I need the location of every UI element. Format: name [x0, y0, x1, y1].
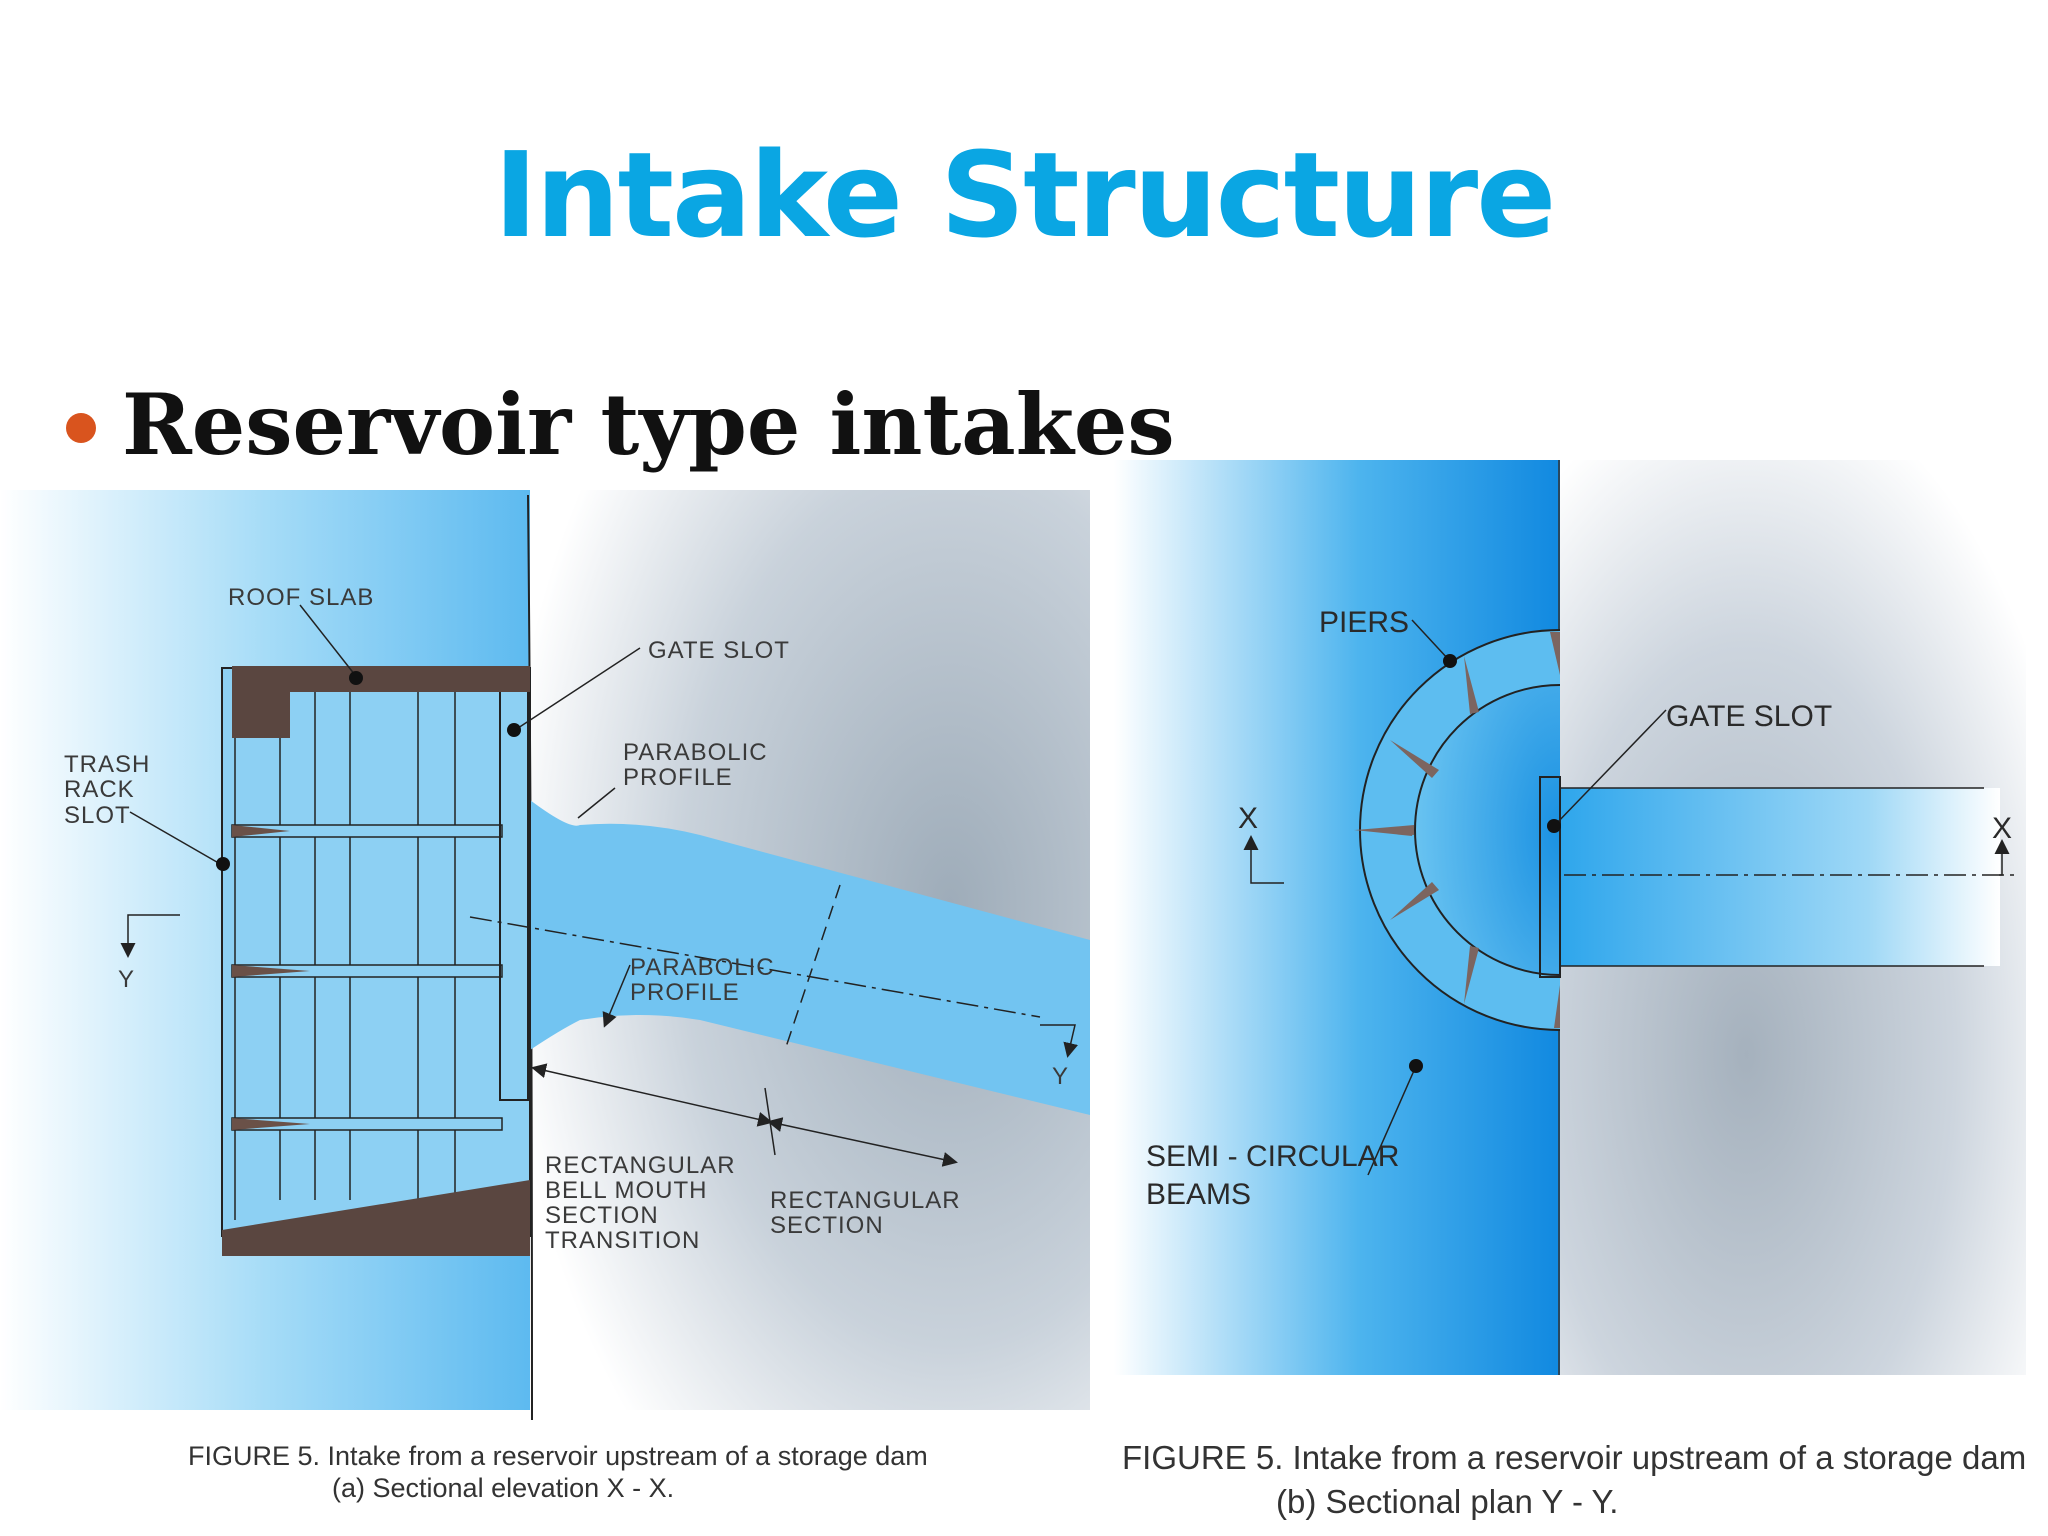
label-beams: BEAMS — [1146, 1178, 1251, 1211]
label-bell-1: RECTANGULAR — [545, 1152, 736, 1179]
caption-a-line2: (a) Sectional elevation X - X. — [332, 1473, 675, 1503]
label-trash: TRASH — [64, 751, 150, 778]
slide-title: Intake Structure — [493, 126, 1557, 264]
water-conduit — [530, 800, 1090, 1115]
roof-slab — [222, 666, 530, 738]
label-y-right: Y — [1052, 1063, 1069, 1090]
label-slot: SLOT — [64, 802, 131, 829]
label-x-right: X — [1992, 812, 2012, 845]
label-gate-slot: GATE SLOT — [1666, 700, 1832, 733]
figure-b-sectional-plan: PIERS GATE SLOT X X SEMI - CIRCULAR BEAM… — [1114, 460, 2026, 1375]
label-gate-slot: GATE SLOT — [648, 637, 790, 664]
figure-b-caption: FIGURE 5. Intake from a reservoir upstre… — [1122, 1436, 2026, 1524]
label-x-left: X — [1238, 802, 1258, 835]
caption-b-line2: (b) Sectional plan Y - Y. — [1276, 1483, 1619, 1520]
label-profile-top: PROFILE — [623, 764, 733, 791]
label-parabolic-bottom: PARABOLIC — [630, 954, 775, 981]
caption-a-line1: FIGURE 5. Intake from a reservoir upstre… — [188, 1441, 928, 1471]
label-rect-1: RECTANGULAR — [770, 1187, 961, 1214]
label-profile-bottom: PROFILE — [630, 979, 740, 1006]
label-bell-3: SECTION — [545, 1202, 659, 1229]
gate-slot-rect — [1539, 776, 1561, 978]
label-piers: PIERS — [1319, 606, 1409, 639]
horizontal-beams — [231, 824, 503, 1131]
bullet-dot-icon — [66, 413, 96, 443]
figure-a-caption: FIGURE 5. Intake from a reservoir upstre… — [188, 1440, 928, 1504]
section-divider — [784, 884, 841, 1051]
centre-line — [469, 916, 1041, 1018]
label-bell-2: BELL MOUTH — [545, 1177, 707, 1204]
bullet-item: Reservoir type intakes — [66, 375, 1175, 475]
label-y-left: Y — [118, 966, 135, 993]
bullet-text: Reservoir type intakes — [122, 375, 1175, 474]
label-semi-circular: SEMI - CIRCULAR — [1146, 1140, 1399, 1173]
base-slab — [222, 1180, 530, 1256]
label-bell-4: TRANSITION — [545, 1227, 700, 1254]
figure-a-sectional-elevation: ROOF SLAB GATE SLOT TRASH RACK SLOT PARA… — [0, 490, 1090, 1420]
intake-tower — [221, 667, 531, 1237]
caption-b-line1: FIGURE 5. Intake from a reservoir upstre… — [1122, 1439, 2027, 1476]
label-rack: RACK — [64, 776, 135, 803]
outlet-conduit — [1560, 788, 2000, 966]
piers — [1354, 632, 1560, 1028]
trash-rack-bars — [234, 690, 456, 1220]
label-roof-slab: ROOF SLAB — [228, 584, 374, 611]
semi-circle-inner — [1415, 685, 1560, 975]
label-rect-2: SECTION — [770, 1212, 884, 1239]
label-parabolic-top: PARABOLIC — [623, 739, 768, 766]
